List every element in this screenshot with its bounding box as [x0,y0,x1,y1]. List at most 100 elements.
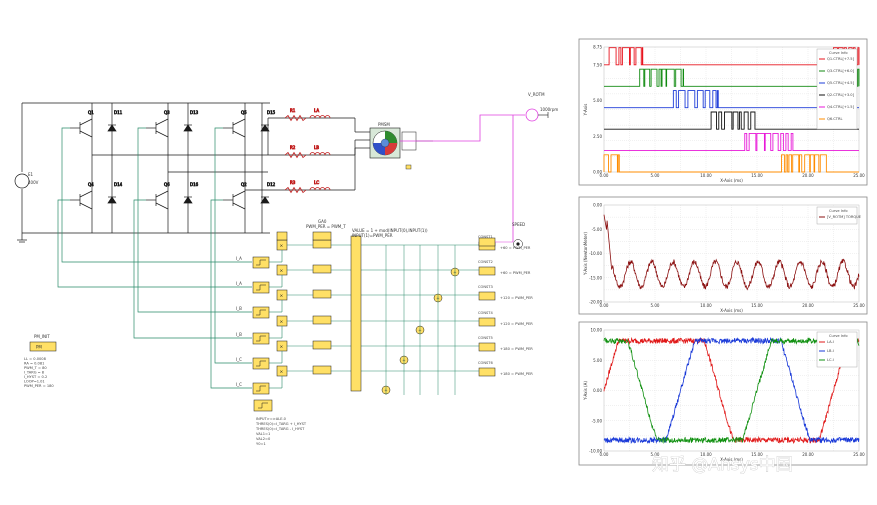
gate-wire [61,127,252,263]
const-block[interactable] [478,291,496,301]
bottom-eq-0: INPUT>=>ALE.0 [256,417,287,421]
resistor-icon [284,186,307,194]
x-tick-label: 15.00 [751,173,763,178]
pwm-block[interactable] [312,340,332,350]
series-line [603,337,860,444]
x-tick-label: 20.00 [802,173,814,178]
gain-block[interactable] [312,231,332,241]
pmsm-label: PMSM [378,122,390,127]
y-axis-label: Y-Axis (NewtonMeter) [583,232,588,276]
pwm-label: +180 = PWM_PER [500,372,533,376]
x-tick-label: 25.00 [853,303,865,308]
hysteresis-icon [256,385,266,392]
y-tick-label: 0.00 [593,388,602,393]
igbt-emitter [155,202,169,210]
multiply-icon: × [280,243,284,249]
igbt-emitter [232,130,246,138]
const-block[interactable] [478,342,496,352]
pwm-block[interactable] [312,365,332,375]
x-tick-label: 0.00 [600,303,609,308]
param-line-5: LOOP=1.01 [24,380,45,384]
multiply-icon: × [280,319,284,325]
speed-source[interactable]: V_ROTM 1000rpm [400,92,558,142]
hysteresis-block[interactable] [252,256,270,269]
top-eq-0: GA0 [318,219,327,224]
legend-entry: Q1.CTRL[+7.5] [827,57,855,61]
switch-label: Q6 [164,182,170,187]
x-tick-label: 10.00 [700,303,712,308]
top-eq-2: VALUE = 1 + mod(INPUT(0),INPUT(1)) [352,228,428,233]
x-tick-label: 5.00 [651,173,660,178]
x-tick-label: 25.00 [853,452,865,457]
pwm-block[interactable] [312,315,332,325]
switch-label: Q3 [164,110,170,115]
series-line [604,111,859,130]
hysteresis-block[interactable] [252,332,270,345]
gate-wire [214,127,252,364]
param-line-4: I_HYST = 0.2 [24,375,47,379]
y-tick-label: 5.00 [593,358,602,363]
pwm-block[interactable] [312,289,332,299]
igbt-emitter [79,130,93,138]
pwm-label: +120 = PWM_PER [500,322,533,326]
hysteresis-block[interactable] [252,357,270,370]
inductor-label: LB [314,145,319,150]
chart-marks: 0.00 5.00 10.00 15.00 20.00 25.00 0.00 2.50 5.00… [583,45,865,463]
x-tick-label: 15.00 [751,452,763,457]
hysteresis-icon [256,284,266,291]
hysteresis-icon [256,309,266,316]
igbt-emitter [79,202,93,210]
bottom-eq-3: VAL1=1 [256,432,270,436]
bottom-eq-5: Y0=1 [256,442,266,446]
phase-label: I_A [236,256,242,261]
pwm-block[interactable] [312,264,332,274]
y-tick-label: -10.00 [589,251,602,256]
y-tick-label: -5.00 [592,418,603,423]
param-line-2: PWM_T = 80 [24,366,47,370]
diode-label: D13 [190,110,199,115]
inductor-icon [309,115,331,119]
diode-icon [183,124,193,132]
const-block[interactable] [478,266,496,276]
legend-entry: Q3.CTRL[+6.0] [827,69,855,73]
legend-title: Curve Info [829,209,848,213]
y-tick-label: 0.00 [593,203,602,208]
pmsm-block[interactable]: PMSM [369,122,417,159]
hysteresis-block[interactable] [252,281,270,294]
igbt-collector [79,190,93,198]
diode-icon [260,124,270,132]
speed-probe[interactable]: SPEED [512,222,525,249]
bottom-eq-2: THRES(0)=I_TARG - I_HYST [255,427,305,431]
switch-label: Q2 [241,182,247,187]
series-line [603,214,860,291]
switch-label: Q4 [88,182,94,187]
top-eq-1: PWM_PER = PWM_T [306,224,346,229]
x-axis-label: X-Axis (ms) [720,308,743,313]
x-tick-label: 0.00 [600,173,609,178]
diode-label: D14 [114,182,123,187]
hysteresis-block[interactable] [252,306,270,319]
diode-icon [183,196,193,204]
const-label: CONST6 [478,361,494,365]
inductor-icon [309,152,331,156]
counter-column[interactable] [350,235,362,392]
diode-icon [260,196,270,204]
param-block[interactable]: PM_INIT PM LL = 0.0008 RA = 0.081 PWM_T … [24,334,57,388]
const-label: CONST4 [478,311,494,315]
y-tick-label: 2.50 [593,134,602,139]
phase-label: I_B [236,332,242,337]
const-block[interactable] [478,367,496,377]
const-block[interactable] [478,317,496,327]
resistor-label: R1 [290,108,296,113]
diode-icon [107,196,117,204]
pwm-block[interactable] [312,239,332,249]
x-tick-label: 15.00 [751,303,763,308]
const-label: CONST5 [478,336,493,340]
inductor-label: LC [314,180,319,185]
hysteresis-block[interactable] [252,382,270,395]
gain-block[interactable] [276,231,288,241]
series-line [603,336,860,444]
gain-block[interactable] [478,237,496,247]
resistor-icon [284,151,307,159]
